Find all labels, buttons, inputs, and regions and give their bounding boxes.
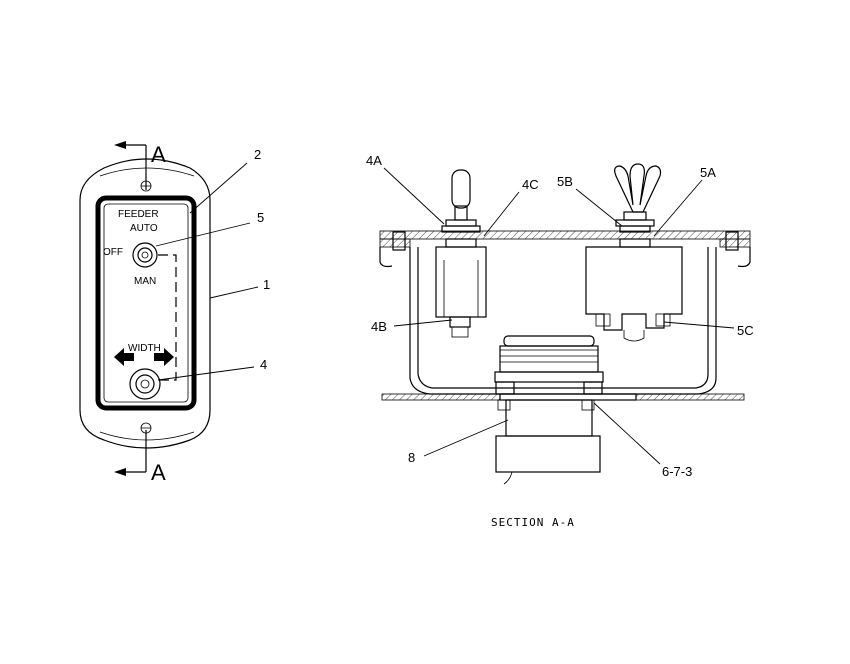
feeder-toggle-switch bbox=[132, 242, 158, 268]
callout-4a: 4A bbox=[366, 153, 382, 168]
callout-4b: 4B bbox=[371, 319, 387, 334]
label-auto: AUTO bbox=[130, 223, 158, 234]
width-arrows-icon bbox=[114, 348, 174, 366]
label-off: OFF bbox=[103, 247, 123, 258]
callout-5c: 5C bbox=[737, 323, 754, 338]
gasket-frame bbox=[95, 195, 197, 411]
front-callouts: 2 5 1 4 bbox=[155, 147, 270, 381]
callout-5b: 5B bbox=[557, 174, 573, 189]
front-view: A A FEEDER AUTO OFF MAN bbox=[79, 141, 270, 485]
callout-6-7-3: 6-7-3 bbox=[662, 464, 692, 479]
width-rotary-knob bbox=[129, 368, 161, 400]
housing-outline bbox=[79, 158, 211, 449]
label-width: WIDTH bbox=[128, 343, 161, 354]
center-component bbox=[494, 335, 604, 395]
callout-4: 4 bbox=[260, 357, 267, 372]
callout-8: 8 bbox=[408, 450, 415, 465]
section-title: SECTION A-A bbox=[491, 516, 575, 529]
section-callouts: 4A 4C 5B 5A 4B 5C 8 6-7-3 bbox=[366, 153, 754, 479]
section-marker-top: A bbox=[114, 141, 166, 190]
callout-1: 1 bbox=[263, 277, 270, 292]
rotary-switch-assembly bbox=[585, 163, 683, 342]
section-letter-top: A bbox=[151, 142, 166, 167]
toggle-switch-assembly bbox=[435, 169, 487, 338]
section-view: 4A 4C 5B 5A 4B 5C 8 6-7-3 SECTION A-A bbox=[366, 153, 754, 529]
panel-title: FEEDER bbox=[118, 209, 159, 220]
section-letter-bottom: A bbox=[151, 460, 166, 485]
callout-5a: 5A bbox=[700, 165, 716, 180]
callout-4c: 4C bbox=[522, 177, 539, 192]
lower-housing bbox=[495, 399, 601, 485]
callout-2: 2 bbox=[254, 147, 261, 162]
callout-5: 5 bbox=[257, 210, 264, 225]
label-man: MAN bbox=[134, 276, 156, 287]
section-marker-bottom: A bbox=[114, 430, 166, 485]
